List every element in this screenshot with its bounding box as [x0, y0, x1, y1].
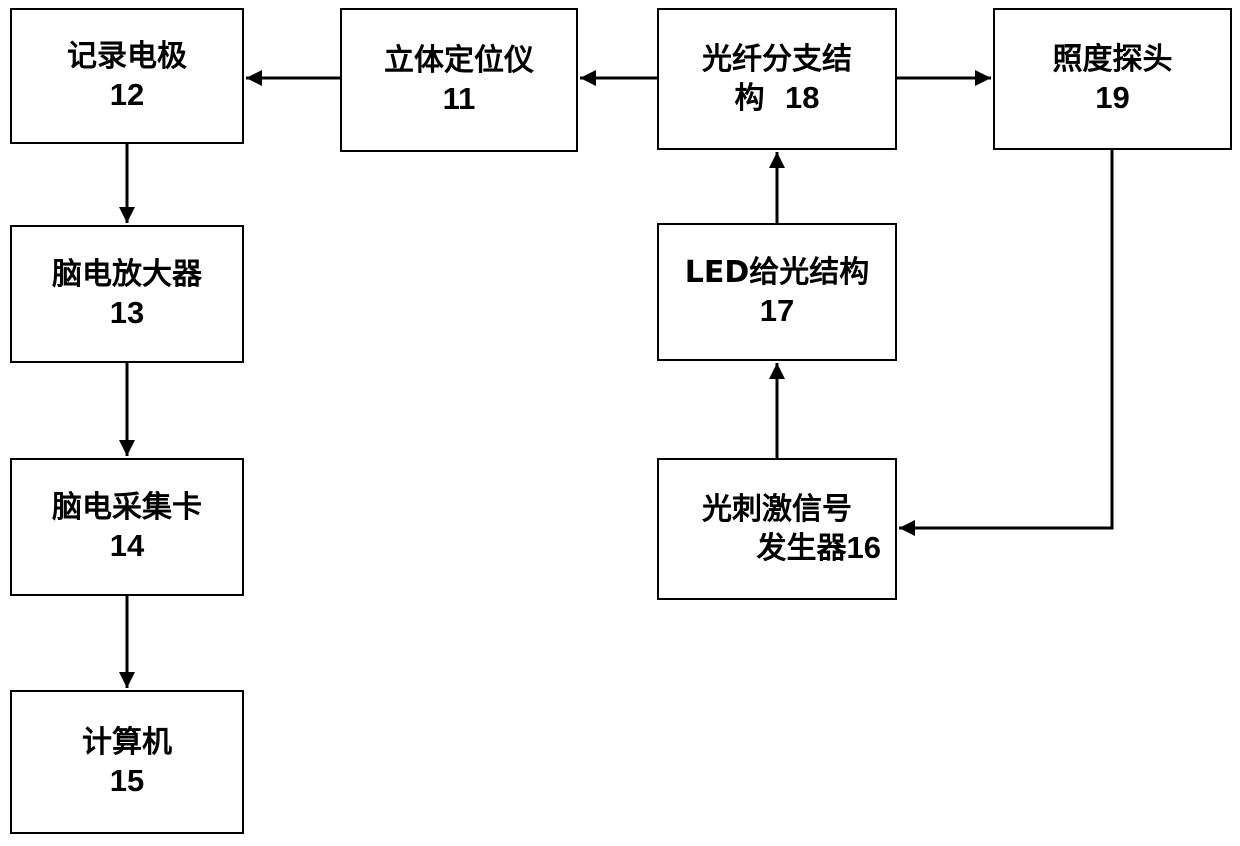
block-number: 12	[110, 76, 144, 114]
block-illuminance-probe: 照度探头 19	[993, 8, 1232, 150]
block-eeg-amplifier: 脑电放大器 13	[10, 225, 244, 363]
block-number: 16	[847, 530, 881, 565]
block-eeg-acquisition-card: 脑电采集卡 14	[10, 458, 244, 596]
block-label-line2: 发生器	[757, 531, 847, 566]
block-label-line2-row: 发生器16	[757, 529, 895, 568]
block-label: 立体定位仪	[384, 42, 534, 80]
block-label: 计算机	[82, 724, 172, 762]
block-computer: 计算机 15	[10, 690, 244, 834]
block-number: 15	[110, 762, 144, 800]
block-label-line2: 构	[735, 81, 765, 116]
block-led-light: LED给光结构 17	[657, 223, 897, 361]
block-number: 11	[443, 80, 476, 118]
block-stereotaxic-instrument: 立体定位仪 11	[340, 8, 578, 152]
block-number: 17	[760, 292, 794, 330]
arrow-probe-to-generator	[899, 150, 1112, 528]
block-label: 脑电采集卡	[52, 489, 202, 527]
block-label-line2-row: 构 18	[735, 79, 820, 118]
block-label-line1: 光纤分支结	[702, 41, 852, 79]
block-recording-electrode: 记录电极 12	[10, 8, 244, 144]
block-label: 照度探头	[1053, 41, 1173, 79]
block-label: 脑电放大器	[52, 256, 202, 294]
block-label: 记录电极	[67, 38, 187, 76]
block-number: 13	[110, 294, 144, 332]
block-label-line1: 光刺激信号	[702, 491, 852, 529]
block-label: LED给光结构	[685, 254, 870, 292]
block-number: 18	[785, 80, 819, 115]
block-fiber-branch: 光纤分支结 构 18	[657, 8, 897, 150]
block-stimulus-generator: 光刺激信号 发生器16	[657, 458, 897, 600]
block-number: 14	[110, 527, 144, 565]
block-number: 19	[1095, 79, 1129, 117]
